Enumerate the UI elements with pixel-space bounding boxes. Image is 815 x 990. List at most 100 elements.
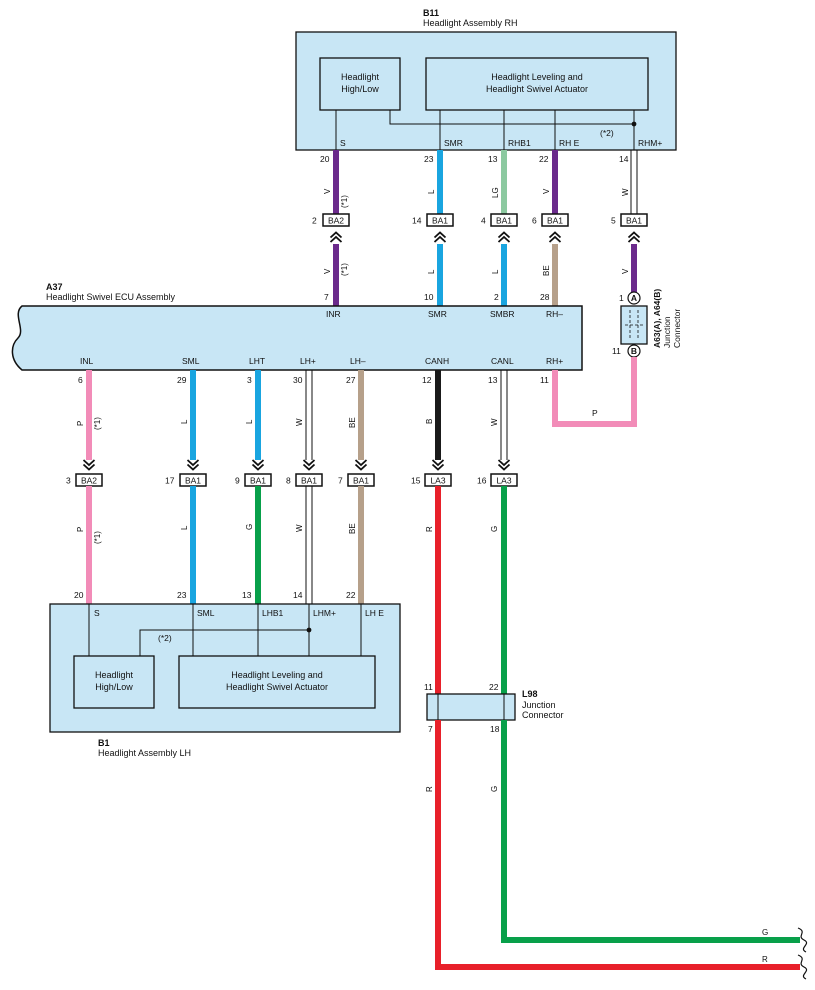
wire-label-g-2: G — [490, 526, 499, 532]
wire-label-v-1: V — [323, 188, 332, 194]
a37-pin-11: 11 — [540, 375, 549, 385]
wire-label-l-2: L — [427, 269, 436, 274]
b1-pin-20: 20 — [74, 590, 84, 600]
a63-internal-dashes — [625, 310, 643, 340]
a37-term-lhminus: LH– — [350, 356, 366, 366]
wire-break-mark-g — [797, 927, 808, 953]
b1-term-s: S — [94, 608, 100, 618]
l98-code: L98 — [522, 689, 538, 699]
a37-term-inr: INR — [326, 309, 341, 319]
conn-pin: 6 — [532, 216, 537, 226]
b1-pin-13: 13 — [242, 590, 252, 600]
b1-term-lhmplus: LHM+ — [313, 608, 336, 618]
l98-pin-22: 22 — [489, 682, 499, 692]
wire-note-3: (*1) — [93, 417, 102, 430]
b1-term-sml: SML — [197, 608, 215, 618]
a63-label-connector: Connector — [672, 309, 682, 348]
conn-label: BA1 — [301, 476, 317, 486]
wire-label-g-out: G — [762, 928, 768, 937]
conn-label: BA1 — [432, 216, 448, 226]
conn-label: LA3 — [496, 476, 511, 486]
b1-name: Headlight Assembly LH — [98, 748, 191, 758]
l98-pin-11: 11 — [424, 682, 433, 692]
conn-pin: 14 — [412, 216, 422, 226]
a37-term-canl: CANL — [491, 356, 514, 366]
wire-label-l-5: L — [245, 419, 254, 424]
b11-headlight-box — [319, 57, 401, 111]
chevron-down-icon — [186, 459, 200, 471]
l98-internal-lines — [437, 694, 505, 720]
b11-actuator-box — [425, 57, 649, 111]
a37-term-canh: CANH — [425, 356, 449, 366]
b1-headlight-line2: High/Low — [95, 682, 133, 692]
b11-term-smr: SMR — [444, 138, 463, 148]
b1-actuator-line2: Headlight Swivel Actuator — [226, 682, 328, 692]
a63-pin-a-circle — [627, 291, 641, 305]
b1-actuator-box — [178, 655, 376, 709]
a37-pin-3: 3 — [247, 375, 252, 385]
a37-term-smr: SMR — [428, 309, 447, 319]
wire-break-mark-r — [797, 954, 808, 980]
b1-internal-lines — [88, 604, 362, 656]
a37-pin-2: 2 — [494, 292, 499, 302]
b11-term-s: S — [340, 138, 346, 148]
a37-pin-6: 6 — [78, 375, 83, 385]
lower-connector-ba1-lhplus: BA1 8 — [286, 459, 323, 487]
conn-pin: 3 — [66, 476, 71, 486]
a37-term-rhminus: RH– — [546, 309, 563, 319]
b1-code: B1 — [98, 738, 110, 748]
chevron-up-icon — [433, 231, 447, 243]
conn-label: BA1 — [496, 216, 512, 226]
l98-label-line1: Junction — [522, 700, 556, 710]
wire-label-w-4: W — [295, 524, 304, 532]
b1-pin-14: 14 — [293, 590, 303, 600]
upper-connector-ba1-rhb1: BA1 4 — [481, 213, 518, 243]
a37-term-sml: SML — [182, 356, 200, 366]
b11-pin-20: 20 — [320, 154, 330, 164]
wire-label-g-3: G — [490, 786, 499, 792]
conn-pin: 4 — [481, 216, 486, 226]
chevron-down-icon — [431, 459, 445, 471]
wire-label-p-2: P — [76, 527, 85, 532]
l98-pin-18: 18 — [490, 724, 500, 734]
wire-label-w-3: W — [490, 418, 499, 426]
lower-connector-la3-canh: LA3 15 — [411, 459, 452, 487]
a63-pin-a: A — [631, 293, 637, 303]
b1-pin-22: 22 — [346, 590, 356, 600]
chevron-down-icon — [354, 459, 368, 471]
a37-pin-10: 10 — [424, 292, 434, 302]
b1-headlight-box — [73, 655, 155, 709]
b11-term-rhe: RH E — [559, 138, 580, 148]
chevron-up-icon — [497, 231, 511, 243]
conn-pin: 9 — [235, 476, 240, 486]
a63-body — [620, 305, 648, 345]
a63-pin-b-num: 11 — [612, 346, 621, 356]
b11-actuator-line2: Headlight Swivel Actuator — [486, 84, 588, 94]
a37-pin-30: 30 — [293, 375, 303, 385]
chevron-down-icon — [82, 459, 96, 471]
wire-label-l-4: L — [180, 419, 189, 424]
wire-label-be-3: BE — [348, 523, 357, 534]
a37-pin-28: 28 — [540, 292, 550, 302]
a37-name: Headlight Swivel ECU Assembly — [46, 292, 176, 302]
upper-connector-ba2: BA2 2 — [312, 213, 350, 243]
l98-label-line2: Connector — [522, 710, 564, 720]
b11-term-rhb1: RHB1 — [508, 138, 531, 148]
wire-note-2: (*1) — [340, 263, 349, 276]
wire-label-b: B — [425, 419, 434, 424]
conn-pin: 2 — [312, 216, 317, 226]
wire-label-r-2: R — [425, 786, 434, 792]
wire-label-v-2: V — [323, 268, 332, 274]
conn-label: BA2 — [81, 476, 97, 486]
a63-pin-b: B — [631, 346, 637, 356]
b1-term-lhb1: LHB1 — [262, 608, 284, 618]
a37-pin-13: 13 — [488, 375, 498, 385]
wire-label-w-1: W — [621, 188, 630, 196]
b11-actuator-line1: Headlight Leveling and — [491, 72, 583, 82]
conn-label: BA1 — [626, 216, 642, 226]
b1-headlight-line1: Headlight — [95, 670, 134, 680]
wire-label-r-out: R — [762, 955, 768, 964]
a37-pin-29: 29 — [177, 375, 187, 385]
b11-pin-13: 13 — [488, 154, 498, 164]
